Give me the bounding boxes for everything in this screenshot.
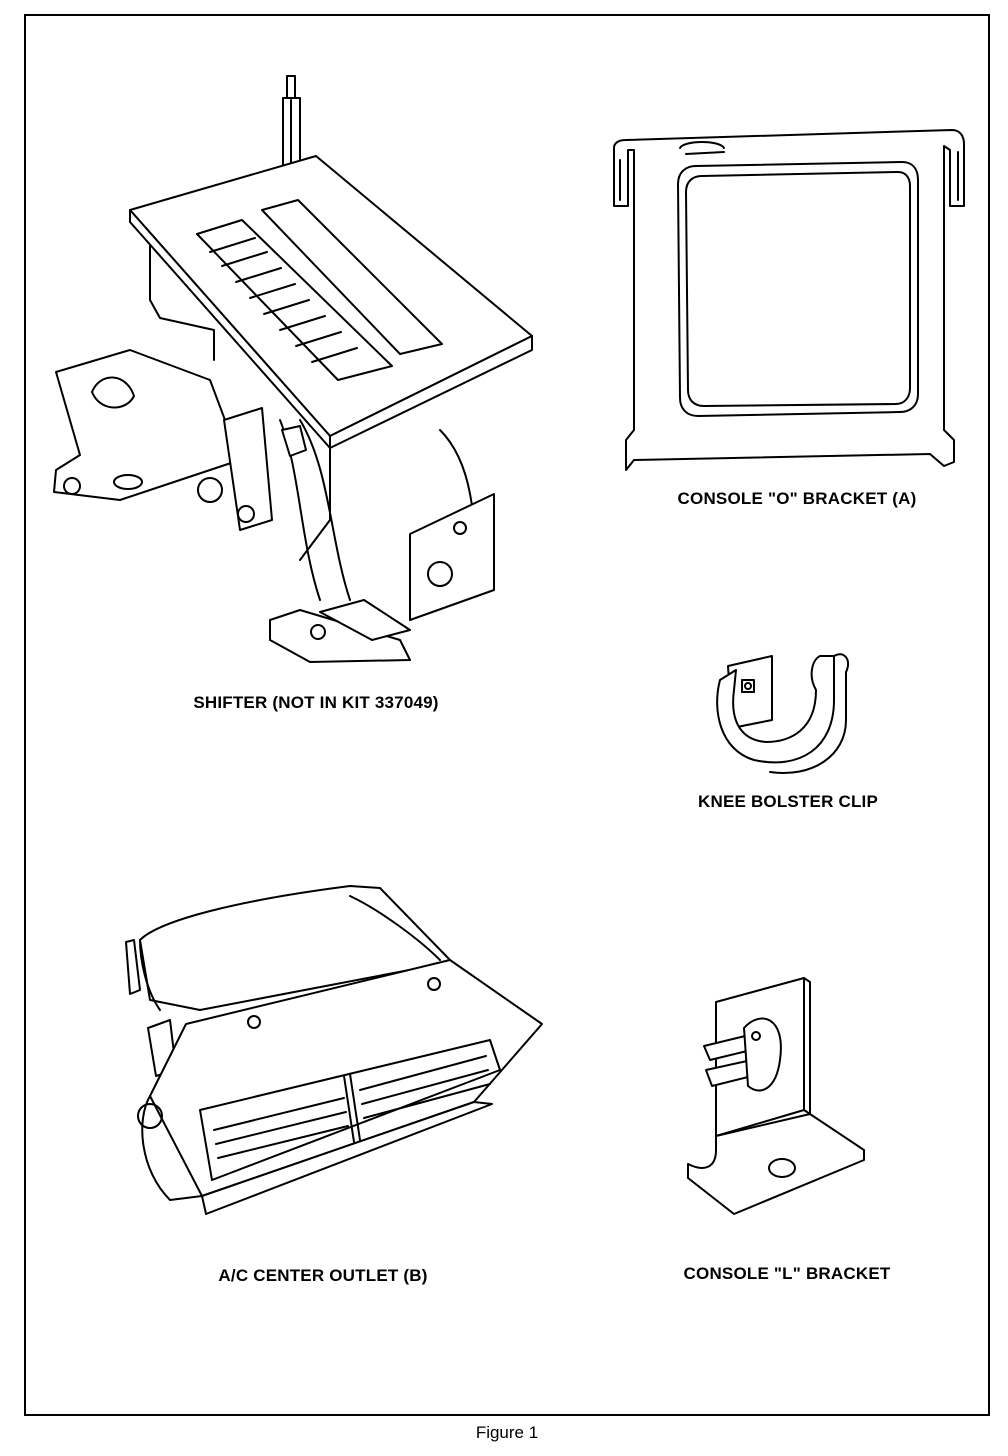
knee-clip-drawing — [717, 654, 848, 773]
knee-clip-label: KNEE BOLSTER CLIP — [697, 792, 879, 811]
o-bracket-label: CONSOLE "O" BRACKET (A) — [677, 489, 917, 508]
l-bracket-drawing — [688, 978, 864, 1214]
shifter-drawing — [54, 76, 532, 662]
ac-outlet-drawing — [126, 886, 542, 1214]
figure-caption: Figure 1 — [475, 1423, 539, 1442]
figure-frame — [24, 14, 990, 1416]
ac-outlet-label: A/C CENTER OUTLET (B) — [218, 1266, 428, 1285]
l-bracket-label: CONSOLE "L" BRACKET — [683, 1264, 891, 1283]
shifter-label: SHIFTER (NOT IN KIT 337049) — [193, 693, 439, 712]
o-bracket-drawing — [614, 130, 964, 470]
